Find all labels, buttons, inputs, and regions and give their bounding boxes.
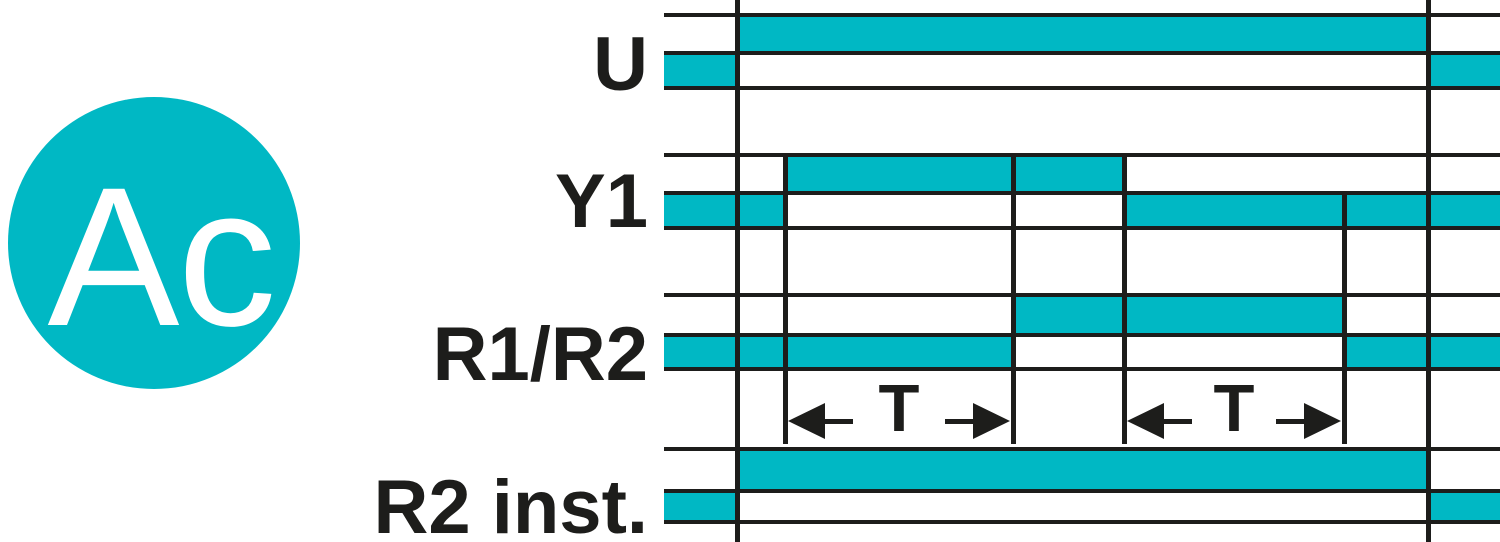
signal-low-bar [1344,335,1500,369]
signal-low-bar [1124,193,1500,228]
h-line-top [664,447,1500,451]
interval-duration-label: T [878,371,920,446]
interval-arrow-left-shaft [817,419,853,424]
h-line-mid [664,333,1500,337]
h-line-bottom [664,86,1500,90]
right-arrowhead [973,403,1010,439]
h-line-mid [664,489,1500,493]
time-marker-line [783,153,788,444]
right-arrowhead [1304,403,1341,439]
signal-high-bar [737,15,1428,53]
signal-label: Y1 [555,159,648,244]
signal-low-bar [664,335,1013,369]
signal-label: U [593,22,648,107]
signal-low-bar [664,193,785,228]
h-line-top [664,153,1500,157]
function-code-label: Ac [47,146,276,367]
signal-low-bar [1428,491,1500,522]
interval-arrow-right-shaft [945,419,981,424]
time-marker-line [1426,0,1431,542]
h-line-bottom [664,367,1500,371]
h-line-top [664,13,1500,17]
h-line-mid [664,191,1500,195]
signal-low-bar [664,491,737,522]
h-line-bottom [664,226,1500,230]
signal-high-bar [1013,295,1344,335]
h-line-bottom [664,520,1500,524]
time-marker-line [1011,153,1016,444]
time-marker-line [1122,153,1127,444]
interval-arrow-right-shaft [1276,419,1312,424]
signal-high-bar [785,155,1124,193]
interval-arrow-left-shaft [1156,419,1192,424]
signal-label: R1/R2 [432,312,648,397]
signal-low-bar [1428,53,1500,88]
signal-low-bar [664,53,737,88]
signal-high-bar [737,449,1428,491]
time-marker-line [1342,191,1347,444]
h-line-mid [664,51,1500,55]
interval-duration-label: T [1213,371,1255,446]
h-line-top [664,293,1500,297]
function-code-badge: Ac [8,97,300,389]
time-marker-line [735,0,740,542]
signal-label: R2 inst. [373,465,649,542]
